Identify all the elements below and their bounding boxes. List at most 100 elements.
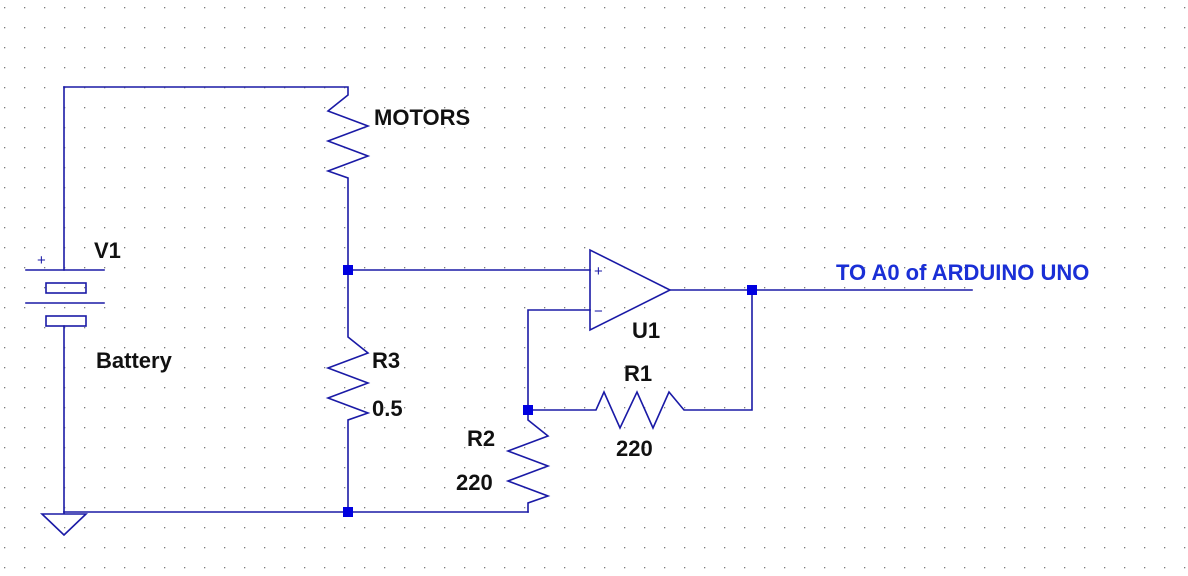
grid-dot: [104, 447, 106, 449]
grid-dot: [284, 527, 286, 529]
grid-dot: [904, 167, 906, 169]
grid-dot: [384, 307, 386, 309]
grid-dot: [884, 147, 886, 149]
grid-dot: [224, 7, 226, 9]
grid-dot: [504, 527, 506, 529]
grid-dot: [904, 467, 906, 469]
grid-dot: [284, 7, 286, 9]
opamp-u1[interactable]: + −: [589, 248, 672, 332]
grid-dot: [1004, 447, 1006, 449]
resistor-r2[interactable]: [505, 409, 551, 513]
grid-dot: [164, 447, 166, 449]
grid-dot: [384, 387, 386, 389]
grid-dot: [1184, 247, 1186, 249]
grid-dot: [824, 7, 826, 9]
grid-dot: [1044, 247, 1046, 249]
grid-dot: [1064, 447, 1066, 449]
resistor-r3[interactable]: [325, 269, 371, 513]
grid-dot: [824, 127, 826, 129]
grid-dot: [604, 227, 606, 229]
grid-dot: [404, 227, 406, 229]
grid-dot: [1164, 387, 1166, 389]
grid-dot: [584, 447, 586, 449]
grid-dot: [1164, 347, 1166, 349]
grid-dot: [924, 427, 926, 429]
grid-dot: [924, 307, 926, 309]
grid-dot: [764, 347, 766, 349]
grid-dot: [904, 47, 906, 49]
grid-dot: [724, 307, 726, 309]
grid-dot: [584, 7, 586, 9]
grid-dot: [244, 367, 246, 369]
grid-dot: [884, 507, 886, 509]
grid-dot: [144, 447, 146, 449]
grid-dot: [544, 227, 546, 229]
grid-dot: [584, 467, 586, 469]
grid-dot: [924, 187, 926, 189]
grid-dot: [264, 567, 266, 569]
grid-dot: [944, 7, 946, 9]
grid-dot: [984, 487, 986, 489]
grid-dot: [784, 387, 786, 389]
grid-dot: [4, 167, 6, 169]
grid-dot: [24, 67, 26, 69]
grid-dot: [44, 7, 46, 9]
grid-dot: [364, 207, 366, 209]
grid-dot: [664, 407, 666, 409]
grid-dot: [924, 167, 926, 169]
grid-dot: [4, 487, 6, 489]
grid-dot: [884, 67, 886, 69]
grid-dot: [324, 147, 326, 149]
grid-dot: [704, 247, 706, 249]
grid-dot: [84, 167, 86, 169]
grid-dot: [644, 547, 646, 549]
grid-dot: [164, 547, 166, 549]
grid-dot: [504, 127, 506, 129]
grid-dot: [4, 327, 6, 329]
grid-dot: [124, 287, 126, 289]
grid-dot: [604, 507, 606, 509]
grid-dot: [244, 227, 246, 229]
grid-dot: [664, 547, 666, 549]
grid-dot: [964, 167, 966, 169]
grid-dot: [384, 227, 386, 229]
grid-dot: [584, 107, 586, 109]
grid-dot: [744, 27, 746, 29]
grid-dot: [684, 107, 686, 109]
battery-v1[interactable]: +: [25, 86, 105, 513]
grid-dot: [924, 107, 926, 109]
grid-dot: [24, 407, 26, 409]
resistor-r1[interactable]: [527, 289, 753, 430]
grid-dot: [744, 127, 746, 129]
grid-dot: [1084, 267, 1086, 269]
grid-dot: [184, 7, 186, 9]
grid-dot: [864, 387, 866, 389]
grid-dot: [1124, 287, 1126, 289]
grid-dot: [564, 507, 566, 509]
grid-dot: [464, 267, 466, 269]
grid-dot: [1004, 567, 1006, 569]
grid-dot: [984, 127, 986, 129]
grid-dot: [1144, 467, 1146, 469]
grid-dot: [624, 387, 626, 389]
grid-dot: [944, 127, 946, 129]
grid-dot: [104, 567, 106, 569]
grid-dot: [664, 27, 666, 29]
r2-ref-label: R2: [467, 426, 495, 451]
grid-dot: [444, 387, 446, 389]
motors-load[interactable]: [63, 86, 371, 271]
grid-dot: [784, 87, 786, 89]
grid-dot: [344, 427, 346, 429]
grid-dot: [1044, 287, 1046, 289]
grid-dot: [264, 527, 266, 529]
grid-dot: [584, 187, 586, 189]
grid-dot: [804, 167, 806, 169]
grid-dot: [184, 27, 186, 29]
grid-dot: [584, 207, 586, 209]
grid-dot: [404, 507, 406, 509]
grid-dot: [1084, 187, 1086, 189]
grid-dot: [144, 467, 146, 469]
grid-dot: [64, 567, 66, 569]
grid-dot: [384, 87, 386, 89]
grid-dot: [204, 247, 206, 249]
